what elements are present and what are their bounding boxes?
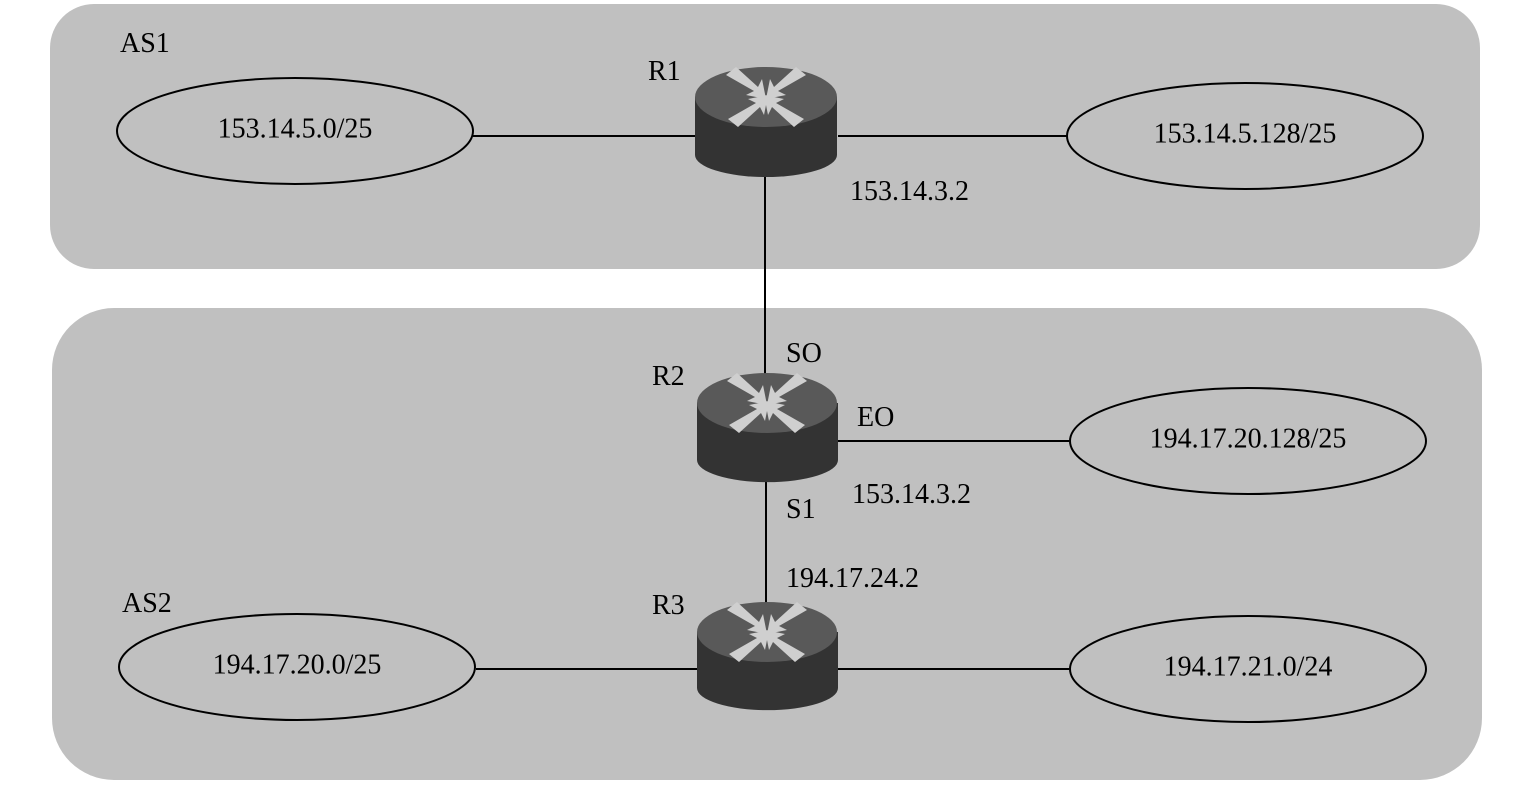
as1-label: AS1 [120,28,170,59]
network-as2-right-label: 194.17.21.0/24 [1164,651,1333,682]
network-as1-right-label: 153.14.5.128/25 [1154,118,1337,149]
network-as2-left-label: 194.17.20.0/25 [213,649,382,680]
network-as1-left: 153.14.5.0/25 [116,77,474,185]
r1-ip-label: 153.14.3.2 [850,176,969,207]
network-r2-right: 194.17.20.128/25 [1069,387,1427,495]
router-r1 [695,67,837,177]
router-r3 [697,602,838,711]
router-r2-label: R2 [652,361,685,392]
r2-s1-label: S1 [786,494,816,525]
router-r3-label: R3 [652,590,685,621]
as2-label: AS2 [122,588,172,619]
network-as2-left: 194.17.20.0/25 [118,613,476,721]
r2-s0-label: SO [786,338,822,369]
network-r2-right-label: 194.17.20.128/25 [1150,423,1347,454]
r3-ip-label: 194.17.24.2 [786,563,919,594]
router-r1-label: R1 [648,56,681,87]
r2-ip-label: 153.14.3.2 [852,479,971,510]
network-as1-right: 153.14.5.128/25 [1066,82,1424,190]
router-r2 [697,373,838,483]
r2-e0-label: EO [857,402,894,433]
network-as1-left-label: 153.14.5.0/25 [218,113,373,144]
network-as2-right: 194.17.21.0/24 [1069,615,1427,723]
